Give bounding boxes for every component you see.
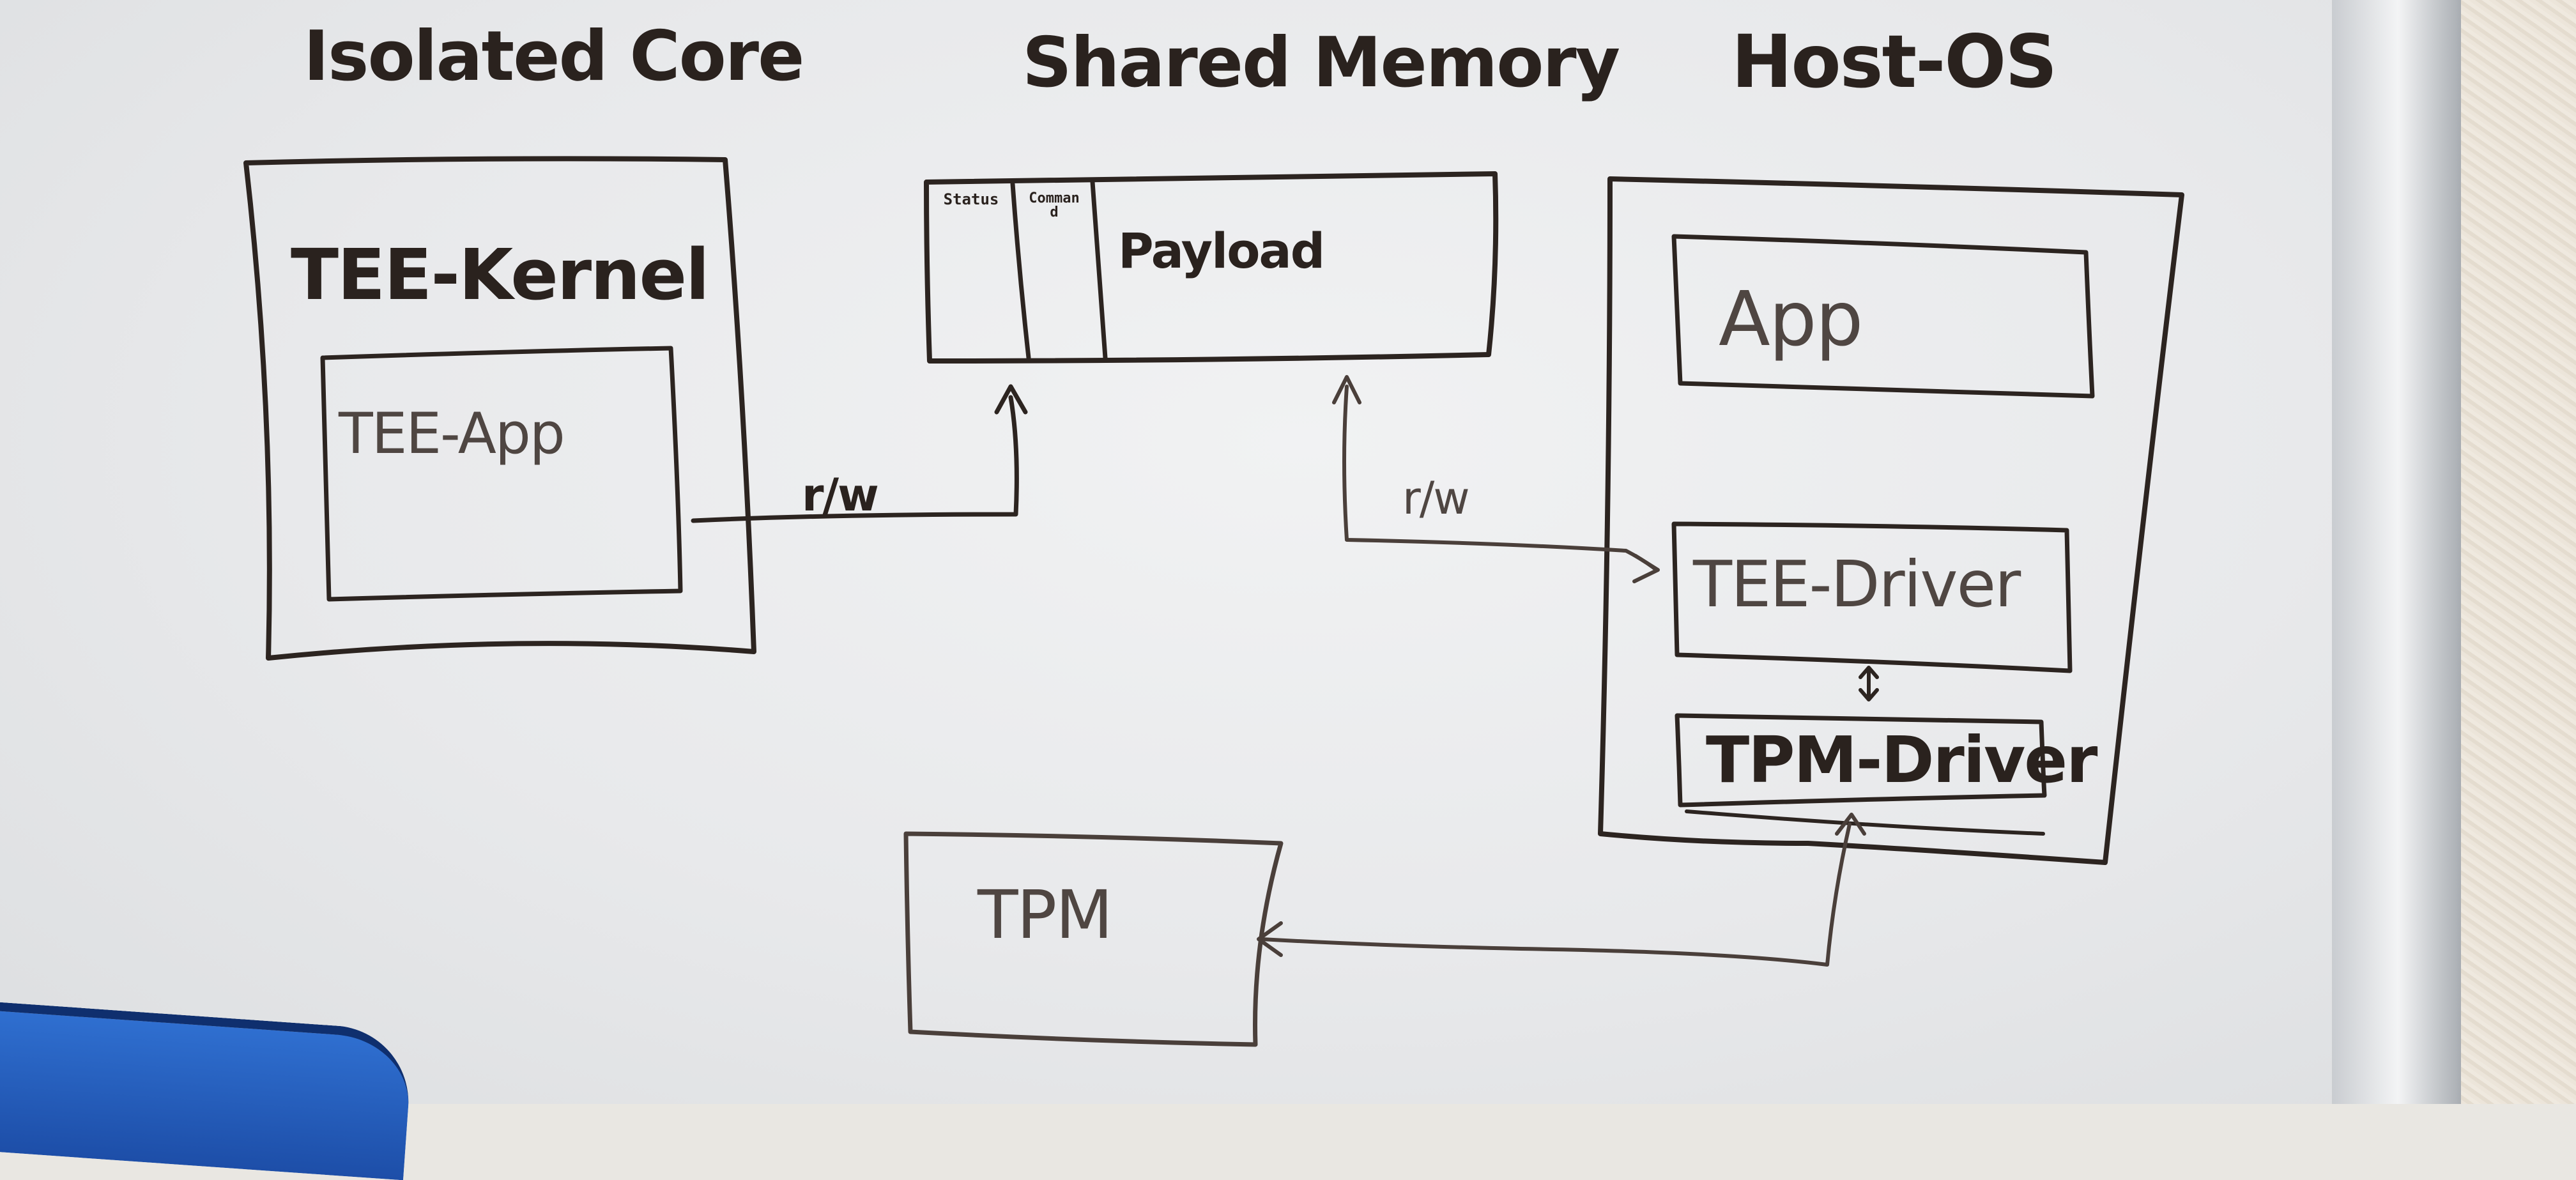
heading-isolated-core: Isolated Core bbox=[303, 17, 804, 96]
diagram-drawing bbox=[243, 156, 2184, 1047]
tee-app-box bbox=[320, 346, 683, 602]
shared-memory-box bbox=[924, 171, 1499, 364]
tpm-box bbox=[903, 831, 1284, 1047]
tpm-driver-label: TPM-Driver bbox=[1706, 723, 2097, 797]
tpm-label: TPM bbox=[977, 876, 1113, 954]
command-field-label: Command bbox=[1029, 190, 1080, 220]
payload-driver-arrow bbox=[1342, 385, 1657, 571]
blue-sleeve bbox=[0, 1000, 414, 1180]
heading-host-os: Host-OS bbox=[1731, 19, 2057, 104]
edge-label-tee-app-status: r/w bbox=[802, 469, 879, 521]
edge-label-payload-driver: r/w bbox=[1402, 472, 1470, 525]
whiteboard-frame bbox=[2332, 0, 2479, 1104]
tee-app-label: TEE-App bbox=[339, 401, 565, 466]
tpm-driver-box bbox=[1675, 713, 2047, 808]
tpm-driver-tpm-arrowhead-left bbox=[1257, 921, 1283, 957]
tee-kernel-box bbox=[243, 156, 756, 661]
tee-kernel-label: TEE-Kernel bbox=[291, 234, 710, 316]
shared-memory-divider-2 bbox=[1090, 180, 1108, 360]
app-box bbox=[1671, 234, 2095, 399]
tee-driver-box bbox=[1671, 521, 2073, 673]
wall bbox=[2461, 0, 2576, 1104]
app-label: App bbox=[1719, 275, 1864, 363]
tee-app-status-arrowhead bbox=[994, 384, 1028, 415]
status-field-label: Status bbox=[943, 190, 999, 208]
tee-driver-label: TEE-Driver bbox=[1693, 547, 2021, 622]
driver-link-arrow bbox=[1859, 666, 1879, 701]
whiteboard bbox=[0, 0, 2364, 1104]
payload-driver-arrowhead-end bbox=[1632, 554, 1660, 583]
tpm-driver-tpm-arrow bbox=[1260, 822, 1851, 967]
payload-driver-arrowhead-top bbox=[1332, 375, 1361, 404]
tpm-driver-tpm-arrowhead-up bbox=[1835, 813, 1866, 836]
shared-memory-divider-1 bbox=[1010, 181, 1031, 360]
host-os-box bbox=[1598, 176, 2184, 865]
heading-shared-memory: Shared Memory bbox=[1022, 23, 1620, 103]
tee-app-status-arrow bbox=[691, 395, 1019, 523]
tpm-driver-underline bbox=[1685, 809, 2045, 836]
payload-field-label: Payload bbox=[1118, 222, 1325, 279]
